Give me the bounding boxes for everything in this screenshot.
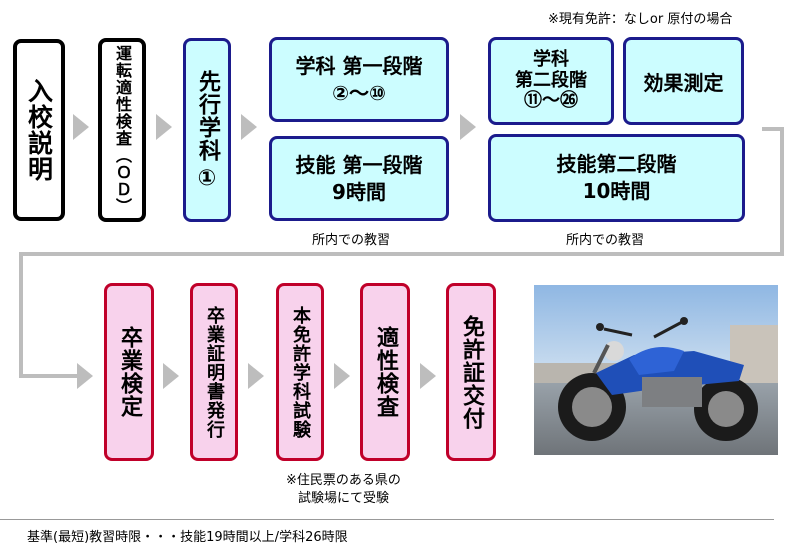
skill-stage1-title: 技能 第一段階 — [295, 152, 423, 177]
step-theory-stage1: 学科 第一段階 ②～⑩ — [269, 37, 449, 122]
connector-line — [762, 127, 784, 131]
first-lecture-label: 先行学科 — [195, 69, 220, 162]
arrow-right-icon — [241, 114, 257, 140]
theory-stage2-title: 学科 — [533, 48, 569, 70]
exam-note-line2: 試験場にて受験 — [297, 491, 389, 507]
arrow-right-icon — [248, 363, 264, 389]
theory-stage1-title: 学科 第一段階 — [295, 53, 423, 78]
step-theory-stage2: 学科 第二段階 ⑪～㉖ — [488, 37, 614, 125]
step-license-written-exam: 本免許学科試験 — [276, 283, 324, 461]
exam-note-line1: ※住民票のある県の — [286, 473, 401, 488]
step-skill-stage2: 技能第二段階 10時間 — [488, 134, 745, 222]
connector-line — [780, 127, 784, 256]
first-lecture-number: ① — [197, 165, 217, 191]
motorcycle-photo — [534, 285, 778, 455]
arrow-right-icon — [77, 363, 93, 389]
step-graduation-certificate: 卒業証明書発行 — [190, 283, 238, 461]
connector-line — [19, 374, 79, 378]
arrow-right-icon — [334, 363, 350, 389]
motorcycle-illustration — [534, 317, 778, 441]
step-aptitude-test: 適性検査 — [360, 283, 410, 461]
caption-onsite-right: 所内での教習 — [566, 233, 645, 248]
footer-divider — [0, 519, 774, 520]
exam-location-note: ※住民票のある県の 試験場にて受験 — [286, 472, 401, 508]
arrow-right-icon — [73, 114, 89, 140]
step-license-issuance: 免許証交付 — [446, 283, 496, 461]
step-graduation-exam: 卒業検定 — [104, 283, 154, 461]
step-enrollment-explanation: 入校説明 — [13, 39, 65, 221]
step-skill-stage1: 技能 第一段階 9時間 — [269, 136, 449, 221]
connector-line — [19, 252, 784, 256]
header-note: ※現有免許：なしor 原付の場合 — [548, 12, 733, 27]
arrow-right-icon — [420, 363, 436, 389]
step-effect-measurement: 効果測定 — [623, 37, 744, 125]
footer-standard-hours: 基準(最短)教習時限・・・技能19時間以上/学科26時限 — [27, 530, 348, 545]
theory-stage1-range: ②～⑩ — [332, 80, 386, 105]
skill-stage2-title: 技能第二段階 — [556, 152, 677, 176]
step-first-lecture: 先行学科 ① — [183, 38, 231, 222]
skill-stage1-hours: 9時間 — [332, 179, 386, 204]
connector-line — [19, 252, 23, 378]
theory-stage2-subtitle: 第二段階 — [515, 69, 587, 91]
theory-stage2-range: ⑪～㉖ — [524, 90, 578, 112]
skill-stage2-hours: 10時間 — [582, 179, 651, 203]
arrow-right-icon — [460, 114, 476, 140]
arrow-right-icon — [163, 363, 179, 389]
step-aptitude-check: 運転適性検査（ＯＤ） — [98, 38, 146, 222]
arrow-right-icon — [156, 114, 172, 140]
caption-onsite-left: 所内での教習 — [312, 233, 391, 248]
